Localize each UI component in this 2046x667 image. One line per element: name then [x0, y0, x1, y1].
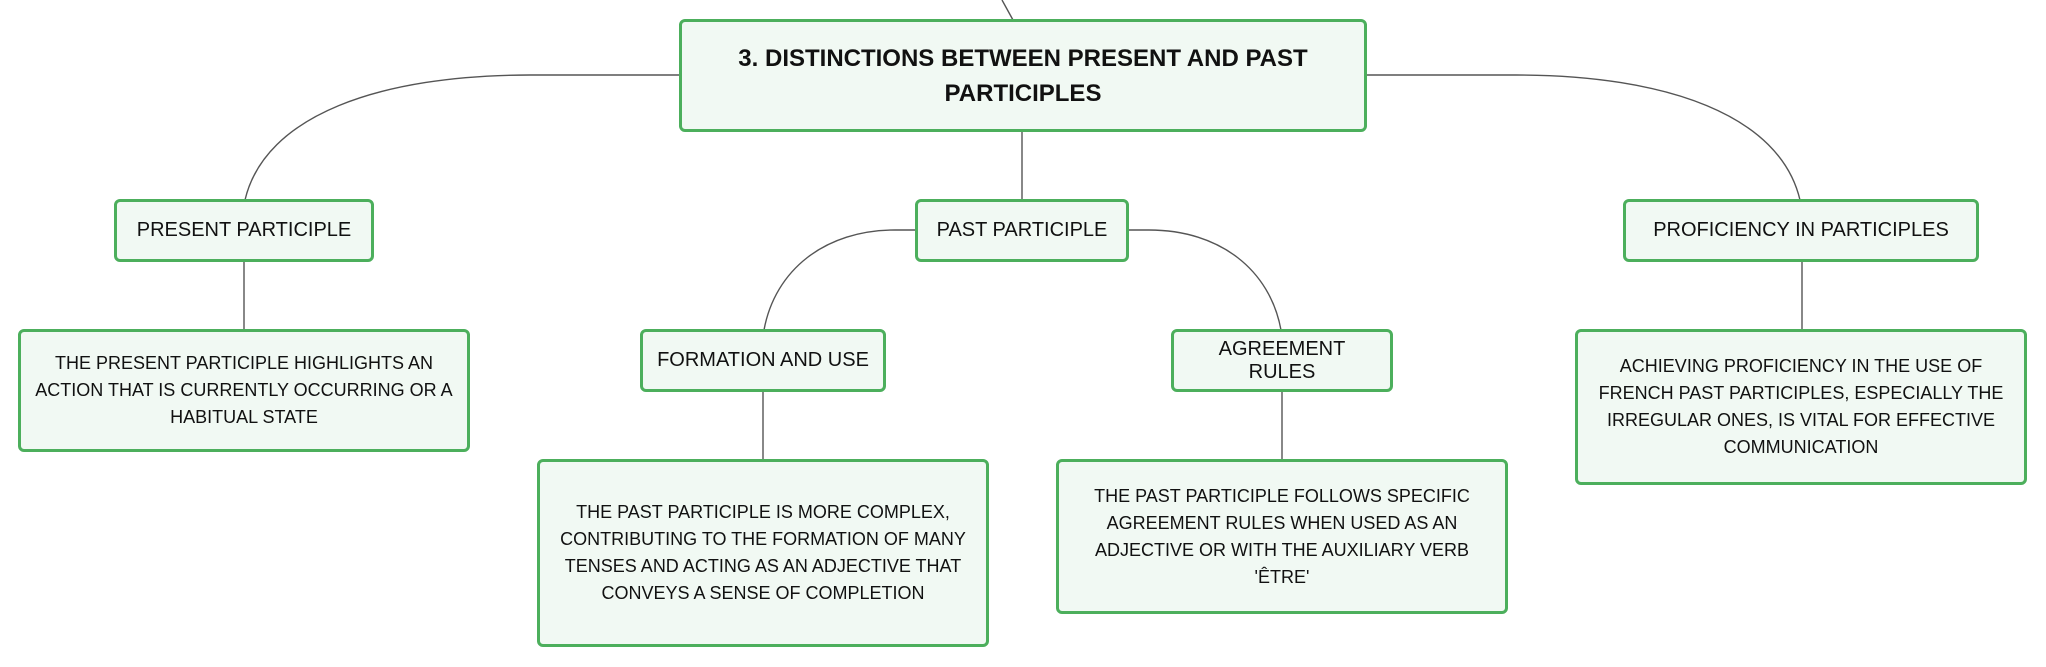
- past-participle-node[interactable]: PAST PARTICIPLE: [915, 199, 1129, 262]
- connector-root-present: [244, 74, 680, 201]
- present-participle-description-node[interactable]: THE PRESENT PARTICIPLE HIGHLIGHTS AN ACT…: [18, 329, 470, 452]
- agreement-rules-node[interactable]: AGREEMENT RULES: [1171, 329, 1393, 392]
- formation-description-node[interactable]: THE PAST PARTICIPLE IS MORE COMPLEX, CON…: [537, 459, 989, 647]
- connector-past-formation: [763, 229, 917, 331]
- present-participle-description: THE PRESENT PARTICIPLE HIGHLIGHTS AN ACT…: [35, 353, 453, 427]
- connector-root-proficiency: [1366, 74, 1801, 201]
- proficiency-node[interactable]: PROFICIENCY IN PARTICIPLES: [1623, 199, 1979, 262]
- past-participle-label: PAST PARTICIPLE: [936, 219, 1108, 241]
- agreement-rules-label: AGREEMENT RULES: [1218, 337, 1346, 383]
- formation-and-use-label: FORMATION AND USE: [657, 349, 869, 371]
- root-topic-node[interactable]: 3. DISTINCTIONS BETWEEN PRESENT AND PAST…: [679, 19, 1367, 132]
- present-participle-label: PRESENT PARTICIPLE: [136, 219, 352, 241]
- formation-and-use-node[interactable]: FORMATION AND USE: [640, 329, 886, 392]
- proficiency-description-node[interactable]: ACHIEVING PROFICIENCY IN THE USE OF FREN…: [1575, 329, 2027, 485]
- proficiency-label: PROFICIENCY IN PARTICIPLES: [1653, 219, 1949, 241]
- agreement-description: THE PAST PARTICIPLE FOLLOWS SPECIFIC AGR…: [1094, 485, 1470, 587]
- connector-root-parent: [1001, 0, 1014, 21]
- agreement-description-node[interactable]: THE PAST PARTICIPLE FOLLOWS SPECIFIC AGR…: [1056, 459, 1508, 614]
- proficiency-description: ACHIEVING PROFICIENCY IN THE USE OF FREN…: [1598, 356, 2004, 457]
- root-topic-label: 3. DISTINCTIONS BETWEEN PRESENT AND PAST…: [738, 44, 1308, 107]
- formation-description: THE PAST PARTICIPLE IS MORE COMPLEX, CON…: [560, 502, 966, 603]
- present-participle-node[interactable]: PRESENT PARTICIPLE: [114, 199, 374, 262]
- connector-past-agreement: [1127, 229, 1282, 331]
